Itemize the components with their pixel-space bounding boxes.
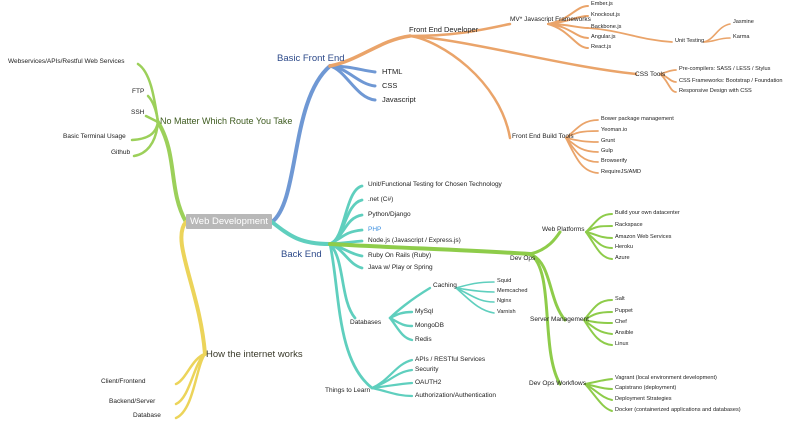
workflow-item-capistrano[interactable]: Capistrano (deployment) [615,385,677,391]
workflow-item-docker[interactable]: Docker (containerized applications and d… [615,407,741,413]
cache-item-varnish[interactable]: Varnish [497,309,516,315]
caching-title[interactable]: Caching [433,282,457,289]
testing-item-jasmine[interactable]: Jasmine [733,19,754,25]
front-item-javascript[interactable]: Javascript [382,95,416,104]
db-item-redis[interactable]: Redis [415,336,432,343]
platform-item-aws[interactable]: Amazon Web Services [615,234,672,240]
build-tools-title[interactable]: Front End Build Tools [512,133,574,140]
build-item-gulp[interactable]: Gulp [601,148,613,154]
internet-item-client[interactable]: Client/Frontend [101,378,146,385]
platform-item-datacenter[interactable]: Build your own datacenter [615,210,680,216]
back-item-ruby[interactable]: Ruby On Rails (Ruby) [368,252,432,259]
general-title[interactable]: No Matter Which Route You Take [160,116,293,126]
workflow-item-vagrant[interactable]: Vagrant (local environment development) [615,375,717,381]
cache-item-squid[interactable]: Squid [497,278,512,284]
platform-item-heroku[interactable]: Heroku [615,244,634,250]
platform-item-rackspace[interactable]: Rackspace [615,222,643,228]
mv-item-knockout[interactable]: Knockout.js [591,12,620,18]
build-item-requirejs[interactable]: RequireJS/AMD [601,169,642,175]
front-developer-title[interactable]: Front End Developer [409,25,479,34]
testing-item-karma[interactable]: Karma [733,34,750,40]
css-tools-item-precompilers[interactable]: Pre-compilers: SASS / LESS / Stylus [679,66,771,72]
workflows-title[interactable]: Dev Ops Workflows [529,380,586,387]
cache-item-nginx[interactable]: Nginx [497,298,512,304]
back-item-python[interactable]: Python/Django [368,211,411,218]
internet-item-database[interactable]: Database [133,412,161,419]
general-item-ftp[interactable]: FTP [132,88,145,95]
build-item-yeoman[interactable]: Yeoman.io [601,127,628,133]
databases-title[interactable]: Databases [350,319,382,326]
mv-item-ember[interactable]: Ember.js [591,1,613,7]
workflow-item-deployment[interactable]: Deployment Strategies [615,396,672,402]
internet-item-backend[interactable]: Backend/Server [109,398,156,405]
internet-title[interactable]: How the internet works [206,349,303,360]
server-item-ansible[interactable]: Ansible [615,330,634,336]
unit-testing-title[interactable]: Unit Testing [675,38,705,44]
css-tools-item-frameworks[interactable]: CSS Frameworks: Bootstrap / Foundation [679,78,783,84]
things-title[interactable]: Things to Learn [325,387,371,394]
mv-item-angular[interactable]: Angular.js [591,34,616,40]
back-item-java[interactable]: Java w/ Play or Spring [368,264,433,271]
internet-branch-edges [174,220,207,420]
server-mgmt-title[interactable]: Server Management [530,316,589,323]
css-tools-title[interactable]: CSS Tools [635,71,666,78]
back-item-testing[interactable]: Unit/Functional Testing for Chosen Techn… [368,181,502,188]
back-branch-edges [270,184,495,398]
devops-branch-edges [328,213,613,412]
general-item-webservices[interactable]: Webservices/APIs/Restful Web Services [8,58,125,65]
back-item-dotnet[interactable]: .net (C#) [368,196,394,203]
things-item-auth[interactable]: Authorization/Authentication [415,392,496,399]
mv-frameworks-title[interactable]: MV* Javascript Frameworks [510,16,591,23]
web-platforms-title[interactable]: Web Platforms [542,226,585,233]
db-item-mongodb[interactable]: MongoDB [415,322,444,329]
general-item-github[interactable]: Github [111,149,131,156]
back-item-php[interactable]: PHP [368,226,382,233]
front-item-css[interactable]: CSS [382,81,398,90]
things-item-apis[interactable]: APIs / RESTful Services [415,356,486,363]
platform-item-azure[interactable]: Azure [615,255,630,261]
mv-item-backbone[interactable]: Backbone.js [591,24,622,30]
build-item-browserify[interactable]: Browserify [601,158,628,164]
general-item-terminal[interactable]: Basic Terminal Usage [63,133,126,140]
devops-title[interactable]: Dev Ops [510,255,536,262]
front-item-html[interactable]: HTML [382,67,403,76]
build-item-grunt[interactable]: Grunt [601,138,615,144]
back-item-node[interactable]: Node.js (Javascript / Express.js) [368,237,461,244]
root-node[interactable]: Web Development [186,214,272,229]
build-item-bower[interactable]: Bower package management [601,116,674,122]
mv-item-react[interactable]: React.js [591,44,612,50]
front-title[interactable]: Basic Front End [277,53,345,64]
back-title[interactable]: Back End [281,249,322,260]
cache-item-memcached[interactable]: Memcached [497,288,528,294]
server-item-salt[interactable]: Salt [615,296,625,302]
server-item-chef[interactable]: Chef [615,319,627,325]
db-item-mysql[interactable]: MySql [415,308,434,315]
server-item-linux[interactable]: Linux [615,341,629,347]
css-tools-item-responsive[interactable]: Responsive Design with CSS [679,88,752,94]
general-item-ssh[interactable]: SSH [131,109,145,116]
general-branch-edges [130,62,188,224]
things-item-oauth[interactable]: OAUTH2 [415,379,442,386]
server-item-puppet[interactable]: Puppet [615,308,633,314]
front-branch-edges [270,5,731,224]
things-item-security[interactable]: Security [415,366,439,373]
